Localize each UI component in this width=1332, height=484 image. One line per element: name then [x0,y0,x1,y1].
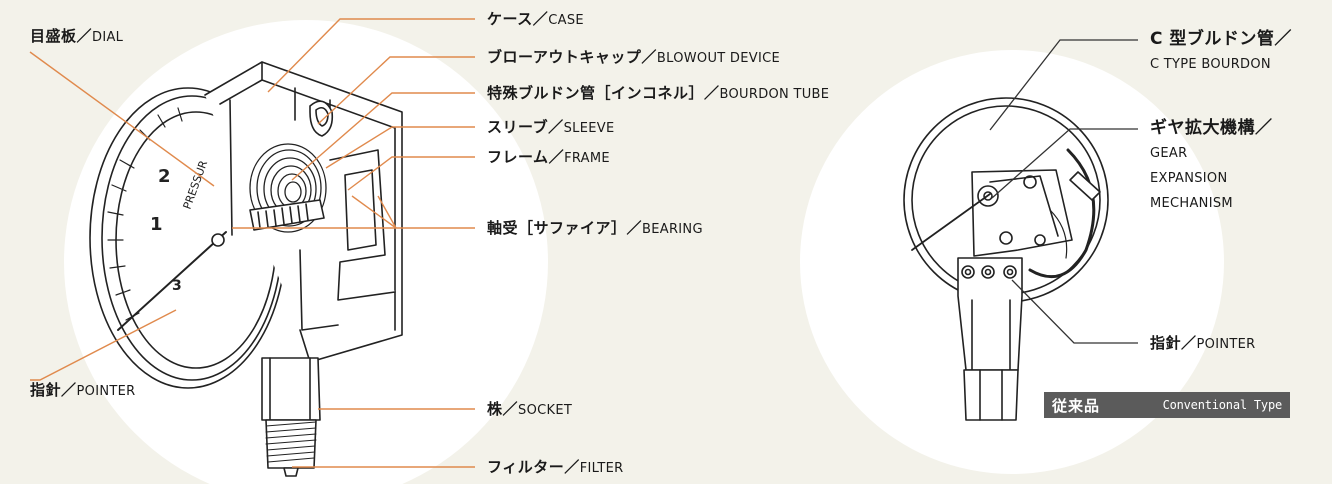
label-socket-en: SOCKET [518,403,573,418]
label-frame-sep: ／ [548,148,565,166]
label-bearing-sep: ／ [626,219,643,237]
dial-number-1: 1 [150,214,163,235]
label-filter: フィルター／FILTER [487,458,624,476]
leader-lines-right [989,39,1138,344]
label-socket: 株／SOCKET [487,400,573,418]
label-dial: 目盛板／DIAL [30,27,124,45]
label-gear-en3: MECHANISM [1150,196,1233,211]
label-bourdon-tube: 特殊ブルドン管［インコネル］／BOURDON TUBE [487,84,830,102]
label-dial-jp: 目盛板 [30,27,77,45]
label-pointer-right: 指針／POINTER [1150,334,1256,352]
label-blowout-en: BLOWOUT DEVICE [656,51,780,66]
label-socket-sep: ／ [502,400,519,418]
label-bearing: 軸受［サファイア］／BEARING [487,219,703,237]
label-blowout-sep: ／ [641,48,657,66]
label-c-type-bourdon-jp: C 型ブルドン管／ [1150,29,1292,49]
label-blowout: ブローアウトキャップ／BLOWOUT DEVICE [487,48,780,66]
label-sleeve-sep: ／ [548,118,564,136]
label-gear-expansion: ギヤ拡大機構／ GEAR EXPANSION MECHANISM [1150,116,1273,216]
label-socket-jp: 株 [487,400,503,418]
label-dial-sep: ／ [76,27,93,45]
label-c-type-bourdon-en: C TYPE BOURDON [1150,57,1271,72]
label-frame-jp: フレーム [487,148,549,166]
label-case: ケース／CASE [487,10,584,28]
label-dial-en: DIAL [92,30,124,45]
conventional-type-tag: 従来品 Conventional Type [1044,392,1290,418]
label-sleeve: スリーブ／SLEEVE [487,118,615,136]
dial-number-3: 3 [172,278,182,294]
label-frame-en: FRAME [564,151,610,166]
label-case-sep: ／ [532,10,549,28]
label-pointer-left-sep: ／ [61,381,77,399]
label-c-type-bourdon: C 型ブルドン管／ C TYPE BOURDON [1150,27,1292,77]
label-sleeve-jp: スリーブ [487,118,549,136]
label-bearing-jp: 軸受［サファイア］ [487,219,627,237]
label-filter-sep: ／ [564,458,580,476]
label-gear-jp: ギヤ拡大機構／ [1150,118,1273,138]
label-bourdon-tube-en: BOURDON TUBE [719,87,830,102]
label-gear-en1: GEAR [1150,146,1188,161]
label-filter-en: FILTER [579,461,624,476]
cutaway-gauge [89,61,403,477]
label-sleeve-en: SLEEVE [563,121,615,136]
dial-number-2: 2 [158,166,171,187]
label-bourdon-tube-jp: 特殊ブルドン管［インコネル］ [487,84,705,102]
label-bourdon-tube-sep: ／ [704,84,720,102]
tag-en: Conventional Type [1162,398,1283,412]
label-case-en: CASE [548,13,584,28]
label-frame: フレーム／FRAME [487,148,610,166]
label-pointer-right-sep: ／ [1181,334,1197,352]
label-bearing-en: BEARING [642,222,703,237]
conventional-gauge [903,97,1109,421]
label-pointer-right-jp: 指針 [1150,334,1182,352]
label-gear-en2: EXPANSION [1150,171,1228,186]
label-pointer-left-jp: 指針 [30,381,62,399]
label-case-jp: ケース [487,10,533,28]
label-filter-jp: フィルター [487,458,565,476]
label-blowout-jp: ブローアウトキャップ [487,48,642,66]
tag-jp: 従来品 [1052,396,1101,415]
label-pointer-left-en: POINTER [76,384,136,399]
label-pointer-left: 指針／POINTER [30,381,136,399]
label-pointer-right-en: POINTER [1196,337,1256,352]
leader-lines-left [29,18,475,468]
